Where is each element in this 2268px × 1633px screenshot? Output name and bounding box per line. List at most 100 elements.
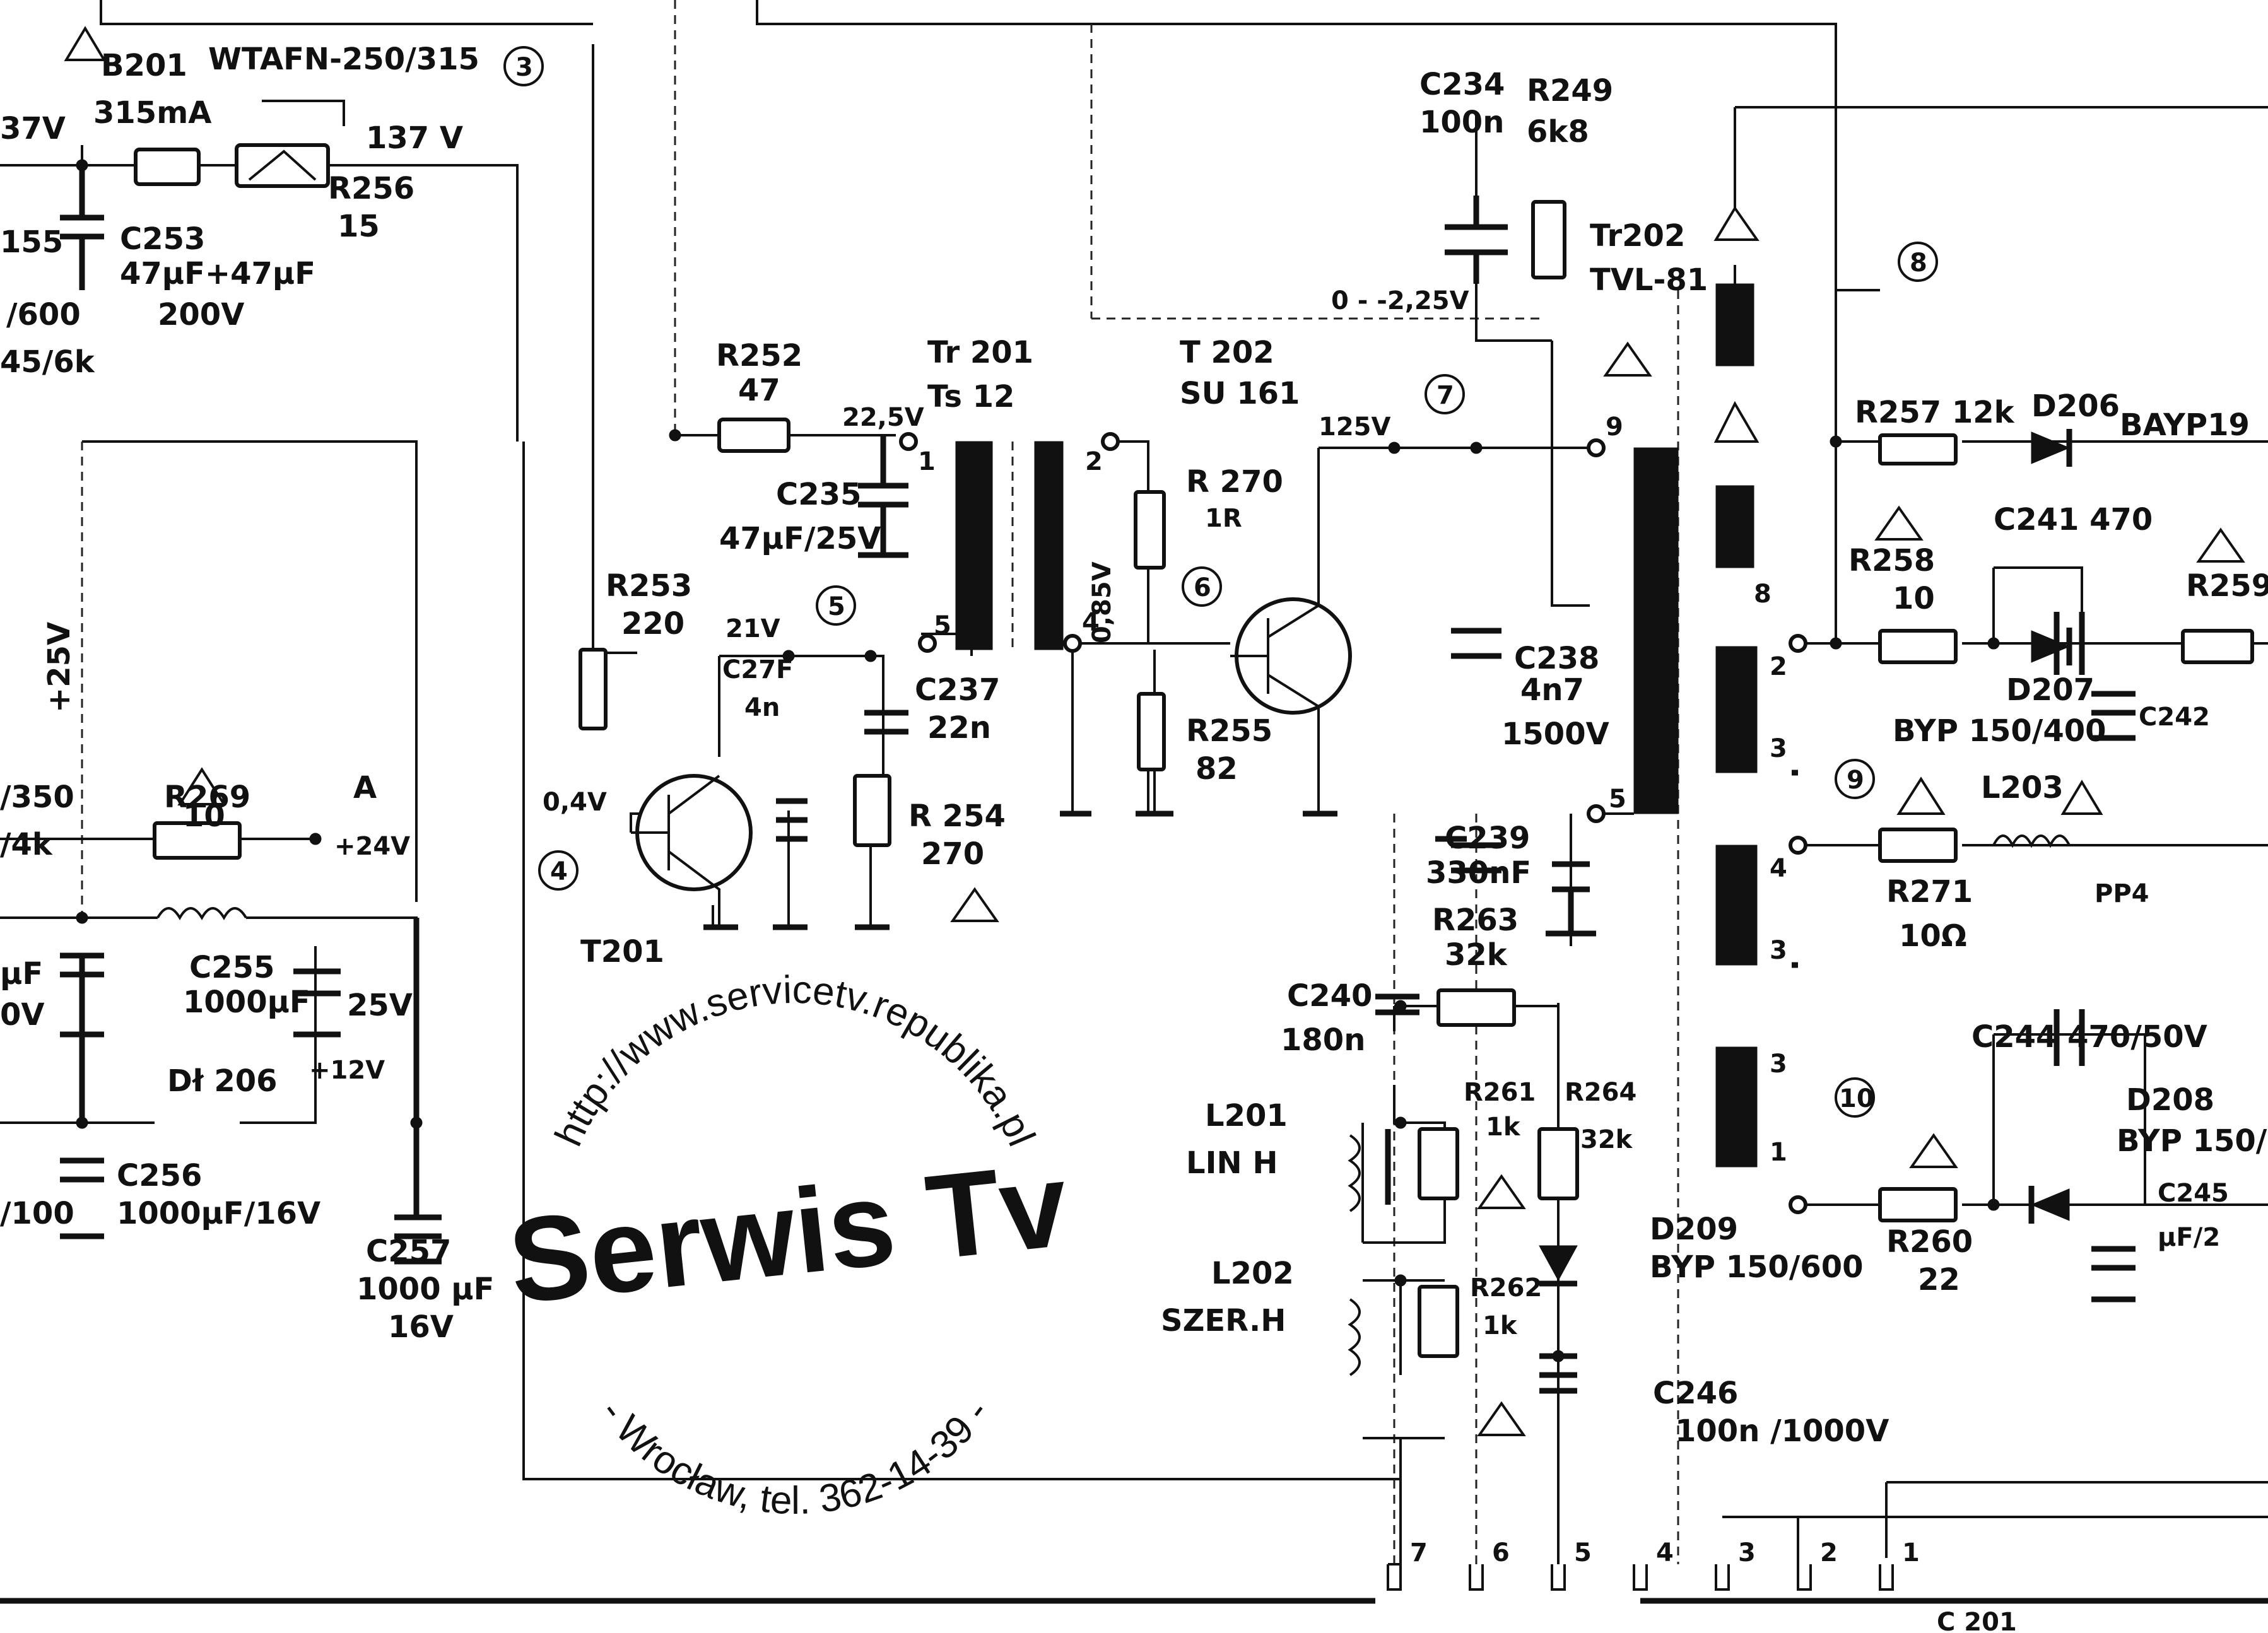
- label-c242: C242: [2139, 703, 2210, 732]
- connector-pin-1: 1: [1902, 1538, 1920, 1567]
- label-r256-value: 15: [338, 209, 380, 244]
- flyback-pin-2: 2: [1770, 652, 1787, 681]
- resistor-r255: [1137, 692, 1166, 771]
- flyback-pin-3: 3: [1770, 734, 1787, 763]
- label-r259: R259: [2186, 568, 2268, 604]
- label-c255-value: 1000µF: [183, 985, 310, 1020]
- label-plus25v: +25V: [42, 622, 77, 713]
- label-szer-h: SZER.H: [1161, 1303, 1286, 1338]
- resistor-r269: [153, 821, 242, 860]
- label-c239: C239: [1445, 821, 1530, 856]
- flyback-pin-4: 4: [1770, 854, 1787, 883]
- pin-4: 4: [1082, 608, 1100, 637]
- label-r269: R269: [164, 780, 250, 815]
- label-r262: R262: [1470, 1273, 1542, 1302]
- diode-d207: [2031, 630, 2071, 663]
- flyback-tr202-primary: [1633, 447, 1679, 814]
- label-d207: D207: [2006, 672, 2095, 708]
- label-r253: R253: [606, 568, 692, 604]
- warning-triangle-icon: [2060, 780, 2103, 815]
- node-7: 7: [1437, 381, 1454, 410]
- resistor-r257: [1878, 433, 1958, 465]
- label-byp-150-600: BYP 150/600: [1650, 1250, 1864, 1285]
- transformer-tr201-secondary: [1034, 441, 1064, 650]
- label-r261-value: 1k: [1486, 1113, 1521, 1142]
- label-c244: C244 470/50V: [1971, 1019, 2207, 1055]
- label-byp-150-2: BYP 150/2: [2117, 1123, 2268, 1159]
- label-wtafn: WTAFN-250/315: [208, 42, 479, 77]
- label-25v: 25V: [347, 988, 413, 1023]
- warning-triangle-icon: [950, 887, 999, 922]
- label-0v: 0V: [0, 997, 45, 1033]
- label-r270: R 270: [1186, 464, 1283, 500]
- flyback-pin-5: 5: [1609, 785, 1626, 814]
- label-c240-value: 180n: [1281, 1022, 1365, 1058]
- label-d209: D209: [1650, 1212, 1738, 1247]
- label-ts12: Ts 12: [927, 379, 1014, 414]
- label-r258: R258: [1848, 543, 1935, 578]
- label-r264: R264: [1565, 1078, 1636, 1107]
- warning-triangle-icon: [1909, 1133, 1958, 1168]
- label-bayp19: BAYP19: [2120, 407, 2250, 443]
- label-lin-h: LIN H: [1186, 1145, 1278, 1181]
- label-c237: C237: [915, 672, 1000, 708]
- label-21v: 21V: [726, 614, 780, 643]
- label-d206: D206: [2031, 389, 2120, 424]
- flyback-pin-3c: 3: [1770, 1050, 1787, 1079]
- diode-d208: [2030, 1188, 2070, 1221]
- flyback-tr202-sec-b: [1715, 845, 1758, 966]
- label-tr202: Tr202: [1590, 218, 1685, 254]
- connector-pin-3: 3: [1738, 1538, 1756, 1567]
- label-su161: SU 161: [1180, 376, 1300, 411]
- label-600: /600: [6, 297, 81, 332]
- transformers: [156, 206, 2071, 1376]
- node-4: 4: [550, 857, 568, 886]
- label-byp-150-400: BYP 150/400: [1893, 713, 2106, 749]
- label-r249-value: 6k8: [1527, 114, 1589, 149]
- node-10: 10: [1839, 1084, 1874, 1113]
- resistor-r261: [1418, 1127, 1459, 1200]
- label-c27f: C27F: [722, 655, 793, 684]
- label-r249: R249: [1527, 73, 1613, 108]
- watermark-contact: - Wrocław, tel. 362-14-39 -: [592, 1391, 997, 1523]
- node-5: 5: [828, 592, 845, 621]
- capacitors: [60, 165, 2136, 1394]
- label-c256: C256: [117, 1158, 202, 1193]
- label-r269-value: 10: [183, 799, 225, 834]
- flyback-pin-9: 9: [1606, 413, 1623, 442]
- warning-triangle-icon: [177, 767, 226, 805]
- label-r255: R255: [1186, 713, 1272, 749]
- label-37v: 37V: [0, 111, 66, 146]
- label-c234-value: 100n: [1419, 105, 1504, 140]
- label-c253-voltage: 200V: [158, 297, 244, 332]
- label-c257-value: 1000 µF: [356, 1272, 494, 1307]
- label-r258-value: 10: [1893, 581, 1935, 616]
- connector-pin-7: 7: [1410, 1538, 1428, 1567]
- label-155: 155: [0, 225, 63, 260]
- label-r252-value: 47: [738, 373, 780, 408]
- watermark-brand: Serwis Tv: [503, 1137, 1073, 1329]
- pin-5: 5: [934, 611, 951, 640]
- diode-d209: [1539, 1245, 1578, 1282]
- label-c237-value: 22n: [927, 710, 991, 746]
- label-l203: L203: [1981, 770, 2064, 805]
- node-8: 8: [1910, 249, 1927, 278]
- node-6: 6: [1194, 573, 1211, 602]
- resistors: [134, 143, 2254, 1358]
- resistor-r259: [2181, 629, 2254, 664]
- label-c256-value: 1000µF/16V: [117, 1196, 320, 1231]
- junctions: [76, 46, 2000, 1591]
- label-c234: C234: [1419, 67, 1505, 102]
- hv-stack-2: [1715, 485, 1754, 568]
- label-r264-value: 32k: [1580, 1125, 1633, 1154]
- label-tr201: Tr 201: [927, 335, 1033, 370]
- resistor-r271: [1878, 828, 1958, 863]
- warning-triangle-icon: [2196, 527, 2245, 563]
- label-04v: 0,4V: [543, 788, 607, 817]
- flyback-pin-1: 1: [1770, 1138, 1787, 1167]
- watermark-stamp: http://www.servicetv.republika.pl Serwis…: [503, 968, 1073, 1523]
- label-l201: L201: [1205, 1098, 1288, 1133]
- label-c27f-value: 4n: [744, 693, 780, 722]
- label-350: /350: [0, 780, 74, 815]
